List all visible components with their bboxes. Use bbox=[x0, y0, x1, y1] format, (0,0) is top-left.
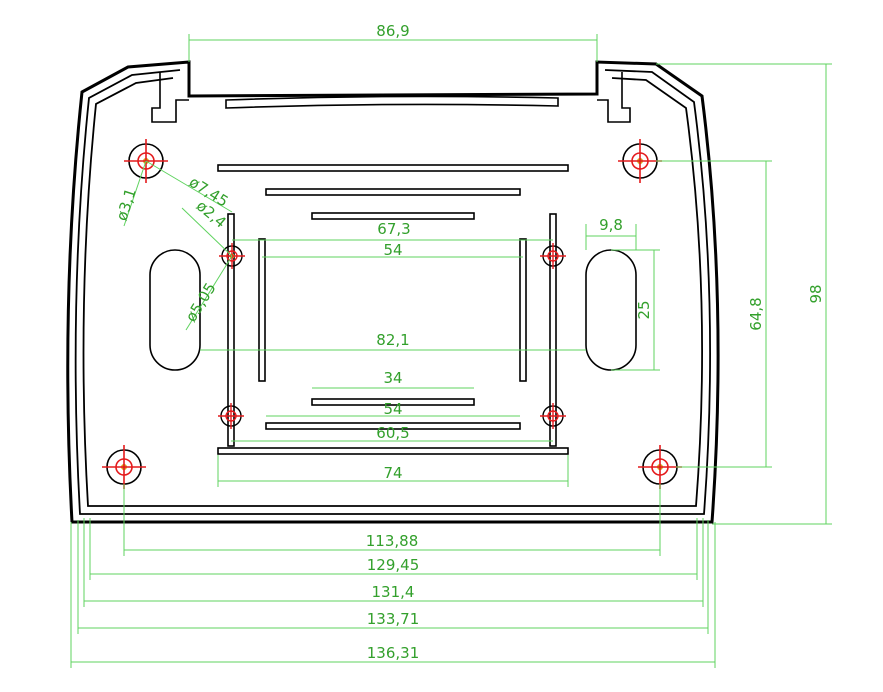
dim-total-height: 98 bbox=[807, 284, 825, 303]
dim-width-133: 133,71 bbox=[367, 610, 420, 628]
hole-bottom-left bbox=[102, 445, 146, 489]
rib-slot bbox=[217, 164, 569, 172]
dim-inner-60: 60,5 bbox=[376, 424, 409, 442]
rib-slot-vertical bbox=[258, 238, 266, 382]
pin-hole-bottom-left bbox=[218, 403, 244, 429]
dim-inner-67: 67,3 bbox=[377, 220, 410, 238]
dim-inner-74: 74 bbox=[383, 464, 402, 482]
dim-inner-54-bottom: 54 bbox=[383, 400, 402, 418]
dim-slot-height: 25 bbox=[635, 300, 653, 319]
dim-inner-82: 82,1 bbox=[376, 331, 409, 349]
dimension-labels: 86,9 9,8 67,3 54 82,1 34 54 60,5 74 113,… bbox=[113, 22, 825, 662]
rib-slot bbox=[265, 188, 521, 196]
right-clip bbox=[597, 72, 631, 123]
dim-slot-width: 9,8 bbox=[599, 216, 623, 234]
dim-hole-spacing: 64,8 bbox=[747, 297, 765, 330]
rib-slot bbox=[311, 212, 475, 220]
dim-inner-54-top: 54 bbox=[383, 241, 402, 259]
rib-slot bbox=[217, 447, 569, 455]
dim-top-width: 86,9 bbox=[376, 22, 409, 40]
dim-dia-3-1: ø3,1 bbox=[113, 186, 140, 223]
outer-wall-line bbox=[66, 60, 720, 524]
rib-slot-vertical bbox=[549, 213, 557, 447]
dim-width-113: 113,88 bbox=[366, 532, 419, 550]
rib-slot-vertical bbox=[227, 213, 235, 447]
hole-top-left bbox=[124, 139, 168, 183]
right-oval-slot bbox=[585, 249, 637, 371]
dim-width-136: 136,31 bbox=[367, 644, 420, 662]
rib-slot bbox=[265, 422, 521, 430]
wall-line-2 bbox=[74, 69, 711, 515]
dim-inner-34: 34 bbox=[383, 369, 402, 387]
dim-width-129: 129,45 bbox=[367, 556, 420, 574]
dim-width-131: 131,4 bbox=[372, 583, 415, 601]
top-lip-bar bbox=[225, 95, 559, 109]
rib-slots bbox=[217, 164, 569, 455]
rib-slot-vertical bbox=[519, 238, 527, 382]
rib-slot bbox=[311, 398, 475, 406]
hole-top-right bbox=[618, 139, 662, 183]
enclosure-outline bbox=[66, 60, 720, 524]
left-oval-slot bbox=[149, 249, 201, 371]
left-clip bbox=[151, 72, 189, 123]
pin-hole-top-right bbox=[540, 243, 566, 269]
pin-hole-bottom-right bbox=[540, 403, 566, 429]
oval-slots bbox=[149, 249, 637, 371]
hole-bottom-right bbox=[638, 445, 682, 489]
wall-line-3 bbox=[82, 77, 703, 507]
dimension-lines bbox=[70, 34, 832, 668]
